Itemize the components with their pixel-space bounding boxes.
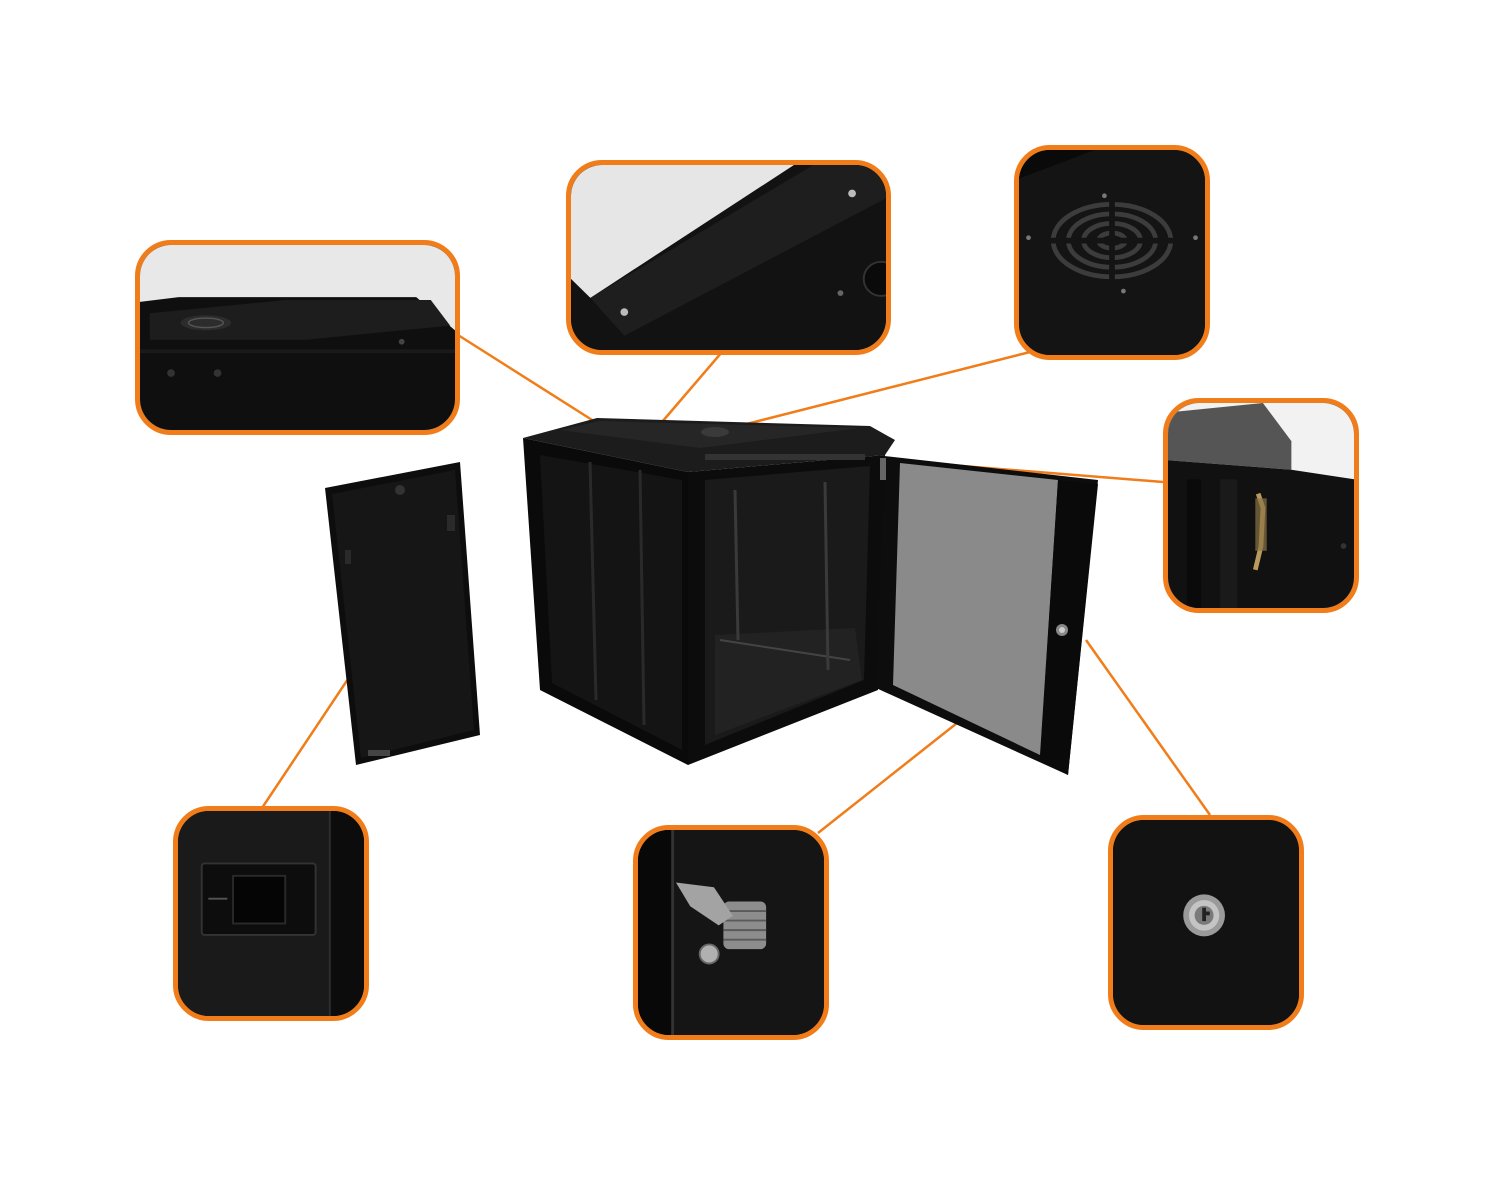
leader-line-key-lock [1084, 639, 1212, 816]
leader-line-top-edge [457, 333, 601, 427]
leader-line-fan [714, 350, 1031, 434]
fan-vent-top-view-icon [140, 245, 455, 430]
side-panel-latch-callout [173, 806, 369, 1021]
top-panel-edge-callout [135, 240, 460, 435]
fan-grille-icon [1019, 150, 1205, 355]
hinge-pin-icon [1168, 403, 1354, 608]
cam-lock-icon [638, 830, 824, 1035]
door-hinge-pin-callout [1163, 398, 1359, 613]
fan-vent-callout [1014, 145, 1210, 360]
removable-top-plate-callout [566, 160, 891, 355]
cam-lock-back-callout [633, 825, 829, 1040]
key-lock-callout [1108, 815, 1304, 1030]
key-lock-icon [1113, 820, 1299, 1025]
removed-side-panel [325, 462, 480, 765]
leader-line-top-plate [661, 351, 723, 423]
recessed-latch-icon [178, 811, 364, 1016]
glass-door [876, 456, 1098, 775]
cabinet-body [523, 418, 895, 765]
cover-plate-icon [571, 165, 886, 350]
